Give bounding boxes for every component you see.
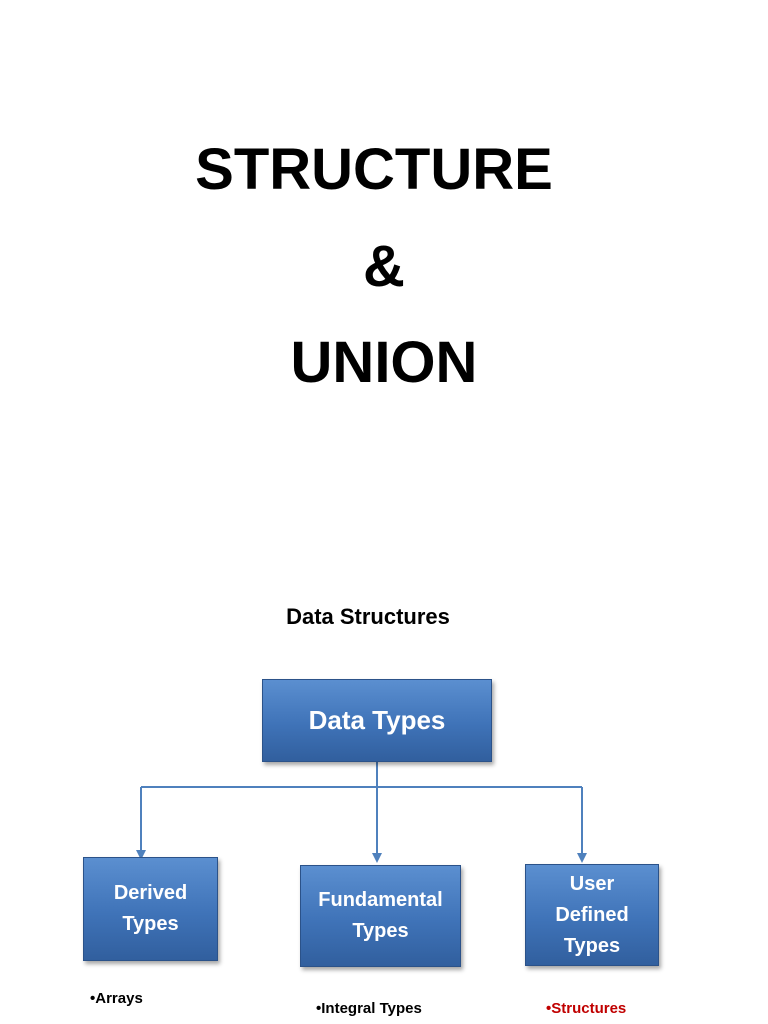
title-line-structure: STRUCTURE (195, 137, 553, 202)
title-line-ampersand: & (363, 234, 405, 299)
derived-types-label-line-2: Types (122, 913, 179, 935)
user-defined-types-label-line-1: User (569, 872, 615, 895)
derived-bullet-arrays: •Arrays (90, 990, 143, 1007)
user-defined-types-box: User Defined Types (525, 864, 659, 966)
fundamental-types-label-line-1: Fundamental (318, 889, 443, 911)
derived-types-box: Derived Types (83, 857, 218, 961)
user-defined-types-label-line-3: Types (563, 934, 621, 957)
user-defined-types-label-line-2: Defined (555, 903, 629, 926)
data-types-label: Data Types (308, 705, 446, 735)
title-slide: STRUCTURE & UNION (195, 137, 553, 395)
data-types-box: Data Types (262, 679, 492, 762)
slide-heading: Data Structures (286, 604, 450, 629)
fundamental-types-box: Fundamental Types (300, 865, 461, 967)
fundamental-bullet-integral: •Integral Types (316, 1000, 422, 1017)
fundamental-types-label-line-2: Types (352, 920, 409, 942)
title-line-union: UNION (290, 330, 478, 395)
derived-types-label-line-1: Derived (113, 882, 188, 904)
user-defined-bullet-structures: •Structures (546, 1000, 627, 1017)
